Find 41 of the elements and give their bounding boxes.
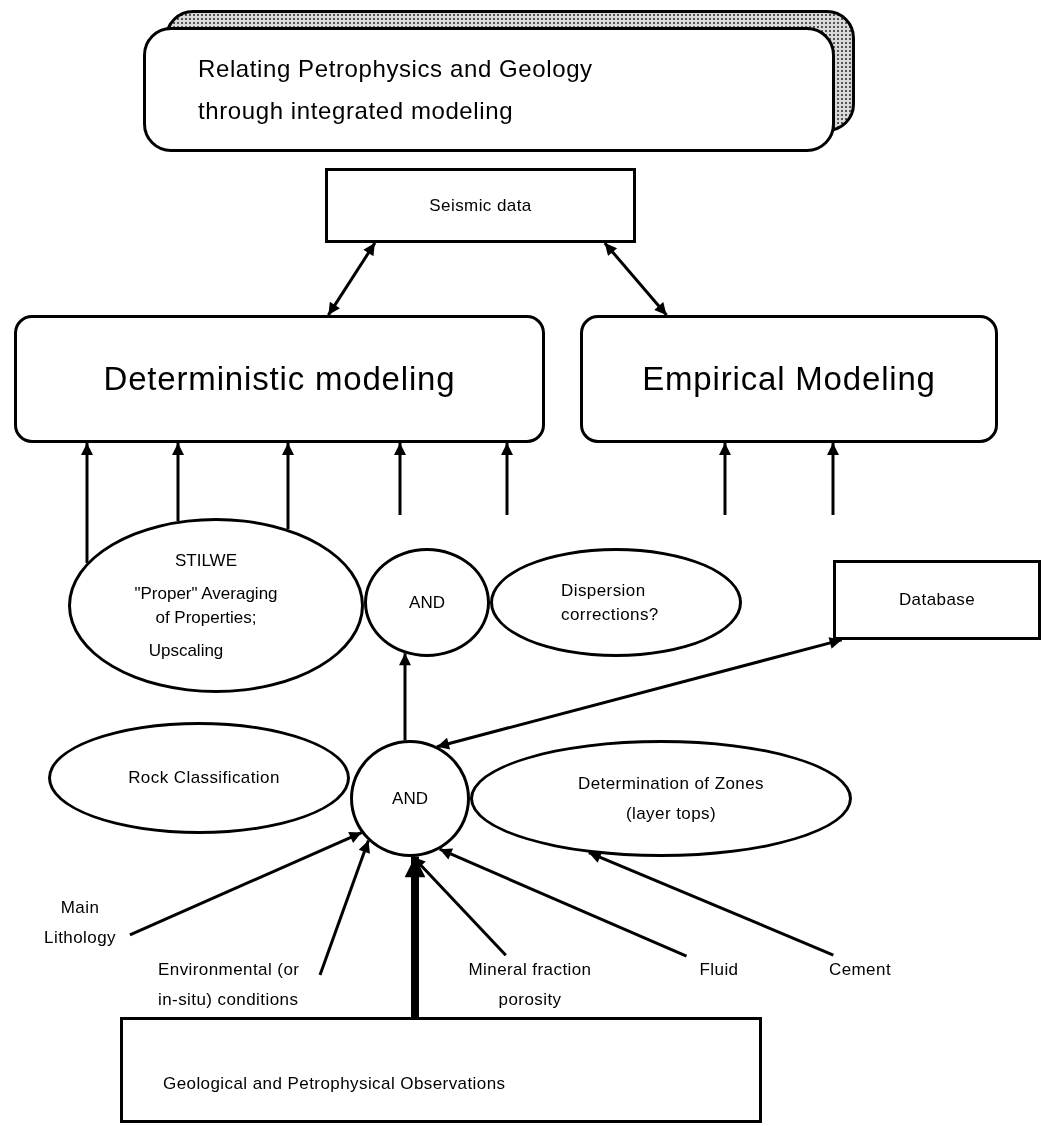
arrow (603, 241, 668, 317)
node-text: Database (898, 589, 976, 612)
process-box (120, 1017, 762, 1123)
input-label: Main Lithology (30, 893, 130, 955)
node-text: Upscaling (148, 639, 224, 662)
input-label: Fluid (686, 955, 752, 987)
node-text: Empirical Modeling (642, 359, 936, 400)
arrow (394, 442, 406, 515)
node-text: Relating Petrophysics and Geology through integrated modeling (198, 53, 594, 126)
arrow (827, 442, 839, 515)
input-label: Mineral fraction porosity (455, 955, 605, 1017)
arrow (81, 442, 93, 563)
node-text: AND (392, 787, 428, 810)
arrow (501, 442, 513, 515)
and-circle (350, 740, 470, 857)
node-text: Seismic data (429, 194, 532, 217)
node-text: Rock Classification (128, 767, 280, 790)
node-text: STILWE (175, 550, 237, 572)
arrow (327, 242, 377, 316)
arrow (436, 637, 843, 750)
title-box (143, 27, 835, 152)
arrow (129, 831, 363, 937)
rounded-box (14, 315, 545, 443)
node-text: Geological and Petrophysical Observations (163, 1073, 506, 1096)
arrow (404, 856, 426, 1018)
input-label: Cement (812, 955, 908, 987)
node-text: Dispersion corrections? (561, 579, 660, 626)
arrow (399, 653, 411, 741)
arrow (439, 847, 688, 958)
data-box (325, 168, 636, 243)
input-label: Environmental (or in-situ) conditions (158, 955, 313, 1017)
arrow (588, 851, 834, 957)
node-text: AND (409, 591, 445, 614)
arrow (719, 442, 731, 515)
rounded-box (580, 315, 998, 443)
node-text: Determination of Zones (layer tops) (576, 772, 766, 825)
arrow (282, 443, 294, 530)
node-text: Deterministic modeling (103, 359, 456, 400)
arrow (318, 839, 370, 976)
data-box (833, 560, 1041, 640)
node-text: "Proper" Averaging of Properties; (133, 582, 279, 629)
